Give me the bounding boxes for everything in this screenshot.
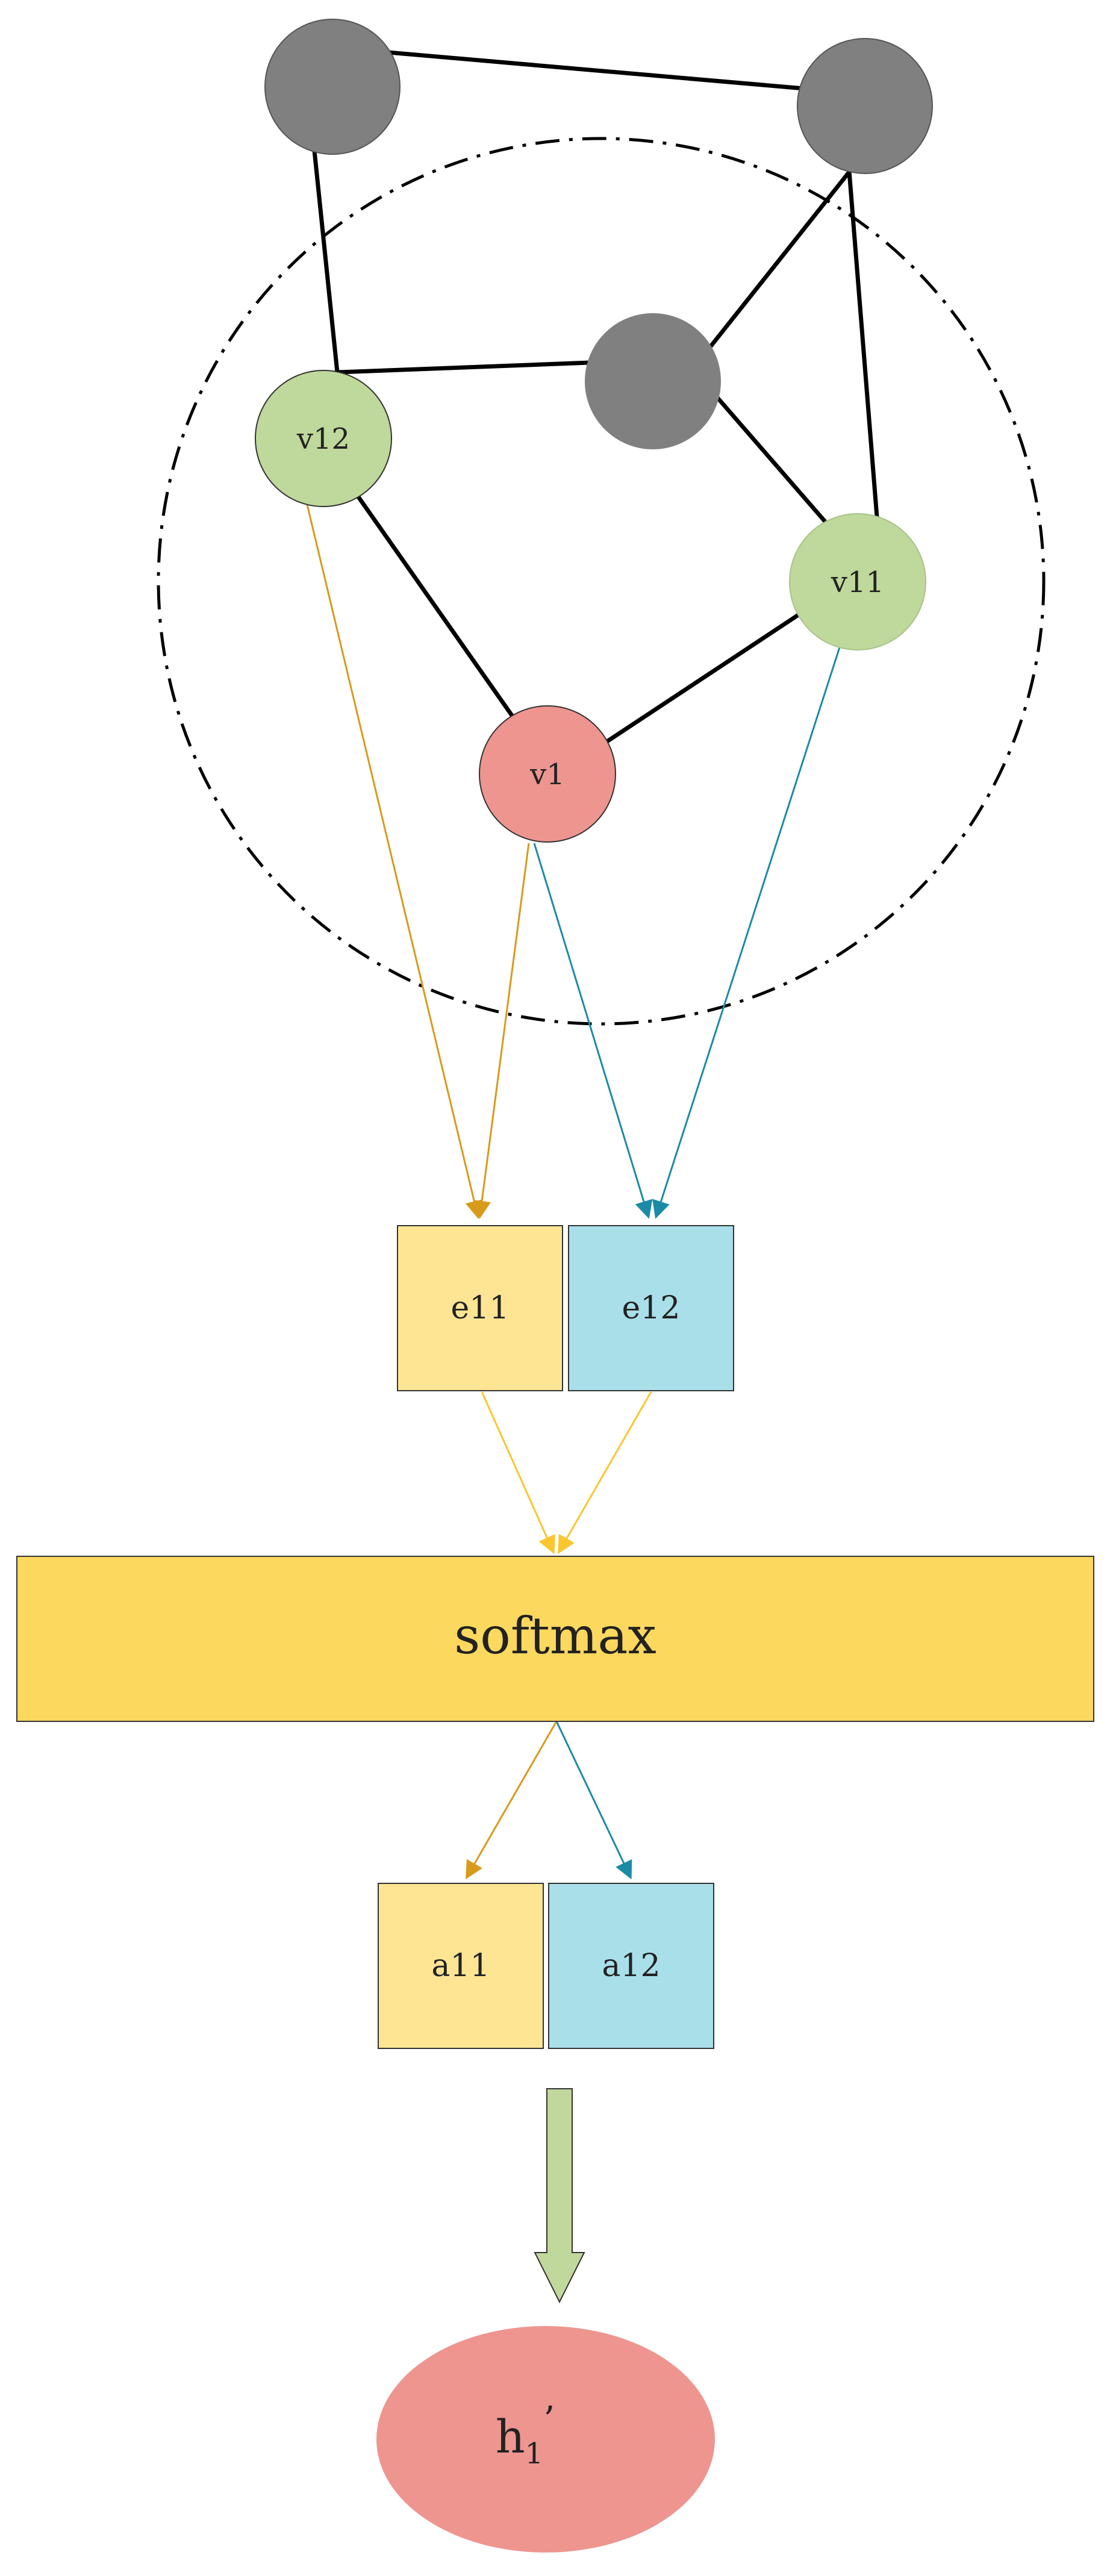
output-label: h1’ (496, 2399, 555, 2471)
output-ellipse (376, 2326, 715, 2553)
arrow-v1-e12 (533, 843, 653, 1219)
gray-node-top-left (264, 19, 401, 155)
box-a12: a12 (548, 1883, 714, 2049)
box-e11-label: e11 (451, 1290, 510, 1326)
box-a11: a11 (378, 1883, 544, 2049)
down-arrow (534, 2088, 585, 2304)
edge-top-gray-right-v11 (847, 170, 879, 517)
gray-node-top-right (797, 38, 933, 174)
box-a12-label: a12 (602, 1948, 660, 1984)
neighborhood-circle (157, 137, 1046, 1026)
arrow-softmax-a12 (555, 1721, 632, 1880)
input-arrows (306, 504, 841, 1880)
graph-edges (312, 50, 879, 744)
softmax-rect (16, 1556, 1094, 1722)
arrow-e12-softmax (558, 1391, 652, 1555)
node-v12: v12 (255, 370, 392, 507)
output-label-subscript: 1 (525, 2437, 544, 2471)
softmax-label: softmax (454, 1606, 656, 1665)
edge-center-gray-top-gray-right (709, 169, 852, 348)
box-a11-rect (378, 1883, 544, 2049)
node-v11: v11 (789, 513, 926, 650)
node-v11-circle (789, 513, 926, 650)
node-v12-label: v12 (296, 422, 350, 456)
output-node: h1’ (376, 2326, 715, 2553)
node-v12-circle (255, 370, 392, 507)
edge-top-gray-left-top-gray-right (388, 50, 805, 91)
node-v11-label: v11 (831, 566, 884, 599)
node-v1-label: v1 (529, 758, 565, 791)
node-v1: v1 (479, 705, 616, 843)
box-e12: e12 (568, 1225, 734, 1391)
box-e11: e11 (397, 1225, 563, 1391)
box-a12-rect (548, 1883, 714, 2049)
gray-node-center (585, 313, 721, 449)
box-e11-rect (397, 1225, 563, 1391)
arrow-v11-e12 (652, 647, 841, 1219)
node-v1-circle (479, 705, 616, 843)
arrow-v12-e11 (306, 504, 483, 1219)
box-a11-label: a11 (431, 1948, 490, 1984)
box-e12-rect (568, 1225, 734, 1391)
arrow-softmax-a11 (466, 1721, 558, 1880)
output-label-base: h (496, 2410, 525, 2463)
arrow-e11-softmax (481, 1391, 555, 1555)
edge-v12-center-gray (338, 360, 591, 375)
output-label-prime: ’ (543, 2399, 555, 2441)
softmax-block: softmax (16, 1556, 1094, 1722)
arrow-v1-e11 (473, 843, 530, 1219)
edge-v12-v1 (357, 495, 517, 722)
box-e12-label: e12 (622, 1290, 681, 1326)
edge-center-gray-v11 (716, 396, 827, 523)
edge-v11-v1 (604, 611, 802, 744)
edge-top-gray-left-v12 (312, 150, 340, 373)
